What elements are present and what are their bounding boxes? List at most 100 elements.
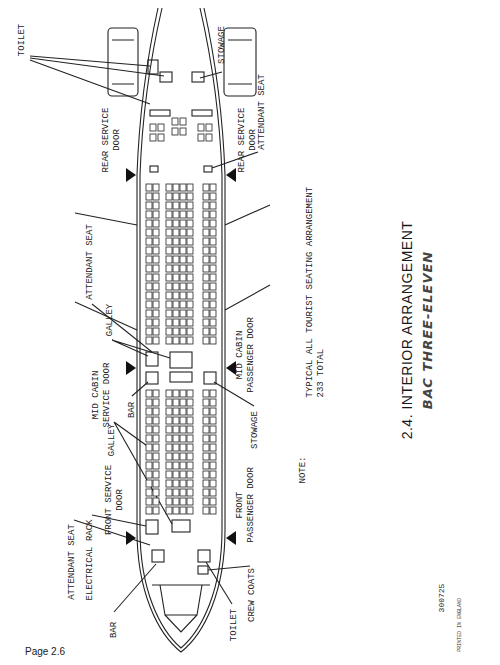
seat xyxy=(187,193,193,200)
seat xyxy=(146,283,152,290)
seat xyxy=(166,256,172,263)
seat xyxy=(180,453,186,460)
seat xyxy=(210,498,216,505)
seat xyxy=(146,265,152,272)
seat xyxy=(210,319,216,326)
seat xyxy=(187,265,193,272)
seat xyxy=(187,390,193,397)
seat xyxy=(187,435,193,442)
seat xyxy=(203,301,209,308)
seat xyxy=(203,489,209,496)
seat xyxy=(173,292,179,299)
seat xyxy=(146,498,152,505)
bulkhead xyxy=(150,110,170,116)
seat xyxy=(210,444,216,451)
seat xyxy=(173,256,179,263)
seat xyxy=(153,283,159,290)
seat xyxy=(166,229,172,236)
door-label: REAR SERVICE DOOR xyxy=(237,105,259,175)
seat xyxy=(153,399,159,406)
door-label: FRONT PASSENGER DOOR xyxy=(235,465,257,545)
seat xyxy=(146,211,152,218)
seat xyxy=(146,193,152,200)
seat xyxy=(180,444,186,451)
right-engine xyxy=(224,28,256,96)
seat xyxy=(203,426,209,433)
stowage-unit xyxy=(170,372,192,382)
seat xyxy=(210,462,216,469)
engine-detail xyxy=(112,40,252,84)
seat xyxy=(166,220,172,227)
seat xyxy=(180,292,186,299)
crew-coats xyxy=(198,566,208,574)
seat xyxy=(203,507,209,514)
seat xyxy=(146,480,152,487)
seat xyxy=(146,471,152,478)
seat xyxy=(173,444,179,451)
seat xyxy=(166,507,172,514)
seat xyxy=(173,399,179,406)
seat xyxy=(210,507,216,514)
brand-logo: BAC THREE-ELEVEN xyxy=(420,251,436,409)
seat xyxy=(173,211,179,218)
seat xyxy=(146,462,152,469)
seat xyxy=(203,471,209,478)
seat xyxy=(203,408,209,415)
seat xyxy=(180,471,186,478)
callout-label: STOWAGE xyxy=(250,411,261,449)
seat xyxy=(210,211,216,218)
seat xyxy=(187,417,193,424)
seat xyxy=(180,274,186,281)
seat xyxy=(203,220,209,227)
seat xyxy=(187,471,193,478)
seat xyxy=(166,408,172,415)
seat xyxy=(187,489,193,496)
seat xyxy=(153,265,159,272)
seat xyxy=(166,184,172,191)
seat xyxy=(203,292,209,299)
door-arrows xyxy=(126,168,236,545)
seat xyxy=(203,184,209,191)
door-arrow xyxy=(126,531,136,545)
seat xyxy=(187,184,193,191)
seat xyxy=(210,292,216,299)
toilet-compartment xyxy=(198,550,210,562)
toilet-compartment xyxy=(160,72,172,82)
seat xyxy=(173,229,179,236)
seat xyxy=(203,462,209,469)
callout-label: ATTENDANT SEAT xyxy=(85,224,96,300)
seat xyxy=(153,220,159,227)
seat xyxy=(180,118,186,125)
seat xyxy=(210,471,216,478)
seat xyxy=(146,507,152,514)
seat xyxy=(166,399,172,406)
seat xyxy=(203,256,209,263)
seat xyxy=(146,202,152,209)
seat xyxy=(210,220,216,227)
seat xyxy=(173,238,179,245)
seat xyxy=(173,489,179,496)
seat xyxy=(173,274,179,281)
seat xyxy=(210,310,216,317)
seat xyxy=(173,462,179,469)
seat xyxy=(210,256,216,263)
seat xyxy=(180,310,186,317)
seat xyxy=(210,184,216,191)
seat xyxy=(187,292,193,299)
seat xyxy=(187,202,193,209)
seat xyxy=(153,184,159,191)
seat xyxy=(153,453,159,460)
attendant-seat xyxy=(150,166,158,172)
seat xyxy=(180,211,186,218)
seat xyxy=(187,247,193,254)
note-text: TYPICAL ALL TOURIST SEATING ARRANGEMENT … xyxy=(305,183,327,398)
seat xyxy=(187,229,193,236)
seat xyxy=(173,247,179,254)
seat xyxy=(203,390,209,397)
seat xyxy=(180,426,186,433)
seat xyxy=(187,328,193,335)
seat xyxy=(203,435,209,442)
seat xyxy=(210,337,216,344)
leader-line xyxy=(200,72,222,78)
seat xyxy=(173,202,179,209)
